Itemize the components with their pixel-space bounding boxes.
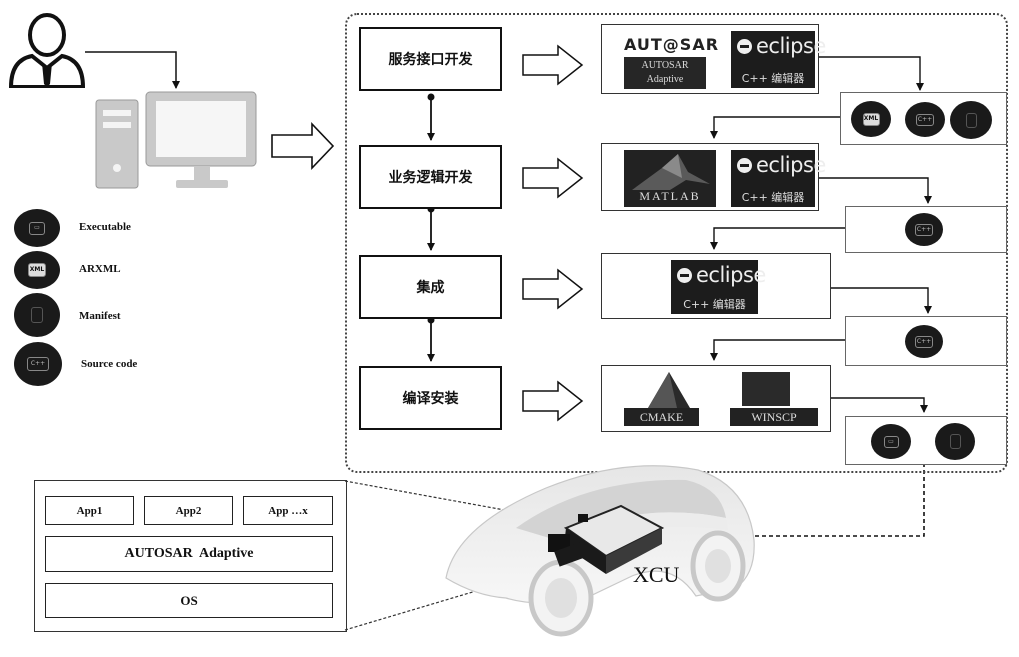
matlab-membrane-icon <box>632 154 710 190</box>
step-service-interface: 服务接口开发 <box>359 27 502 91</box>
eclipse-logo: eclipse C++ 编辑器 <box>731 31 826 88</box>
source-code-icon: C++ <box>905 102 945 137</box>
tools1-to-output1-line <box>818 56 924 91</box>
eclipse-icon <box>737 38 752 54</box>
output1-to-tools2-line <box>710 116 840 139</box>
eclipse-logo: eclipse C++ 编辑器 <box>731 150 826 207</box>
step2-to-tools-arrow <box>522 157 584 199</box>
executable-icon: ▭ <box>871 424 911 459</box>
tools-box-integration: eclipse C++ 编辑器 <box>601 253 831 319</box>
legend-source-code-label: Source code <box>81 358 138 370</box>
stack-app-x: App …x <box>243 496 333 525</box>
output2-to-tools3-line <box>710 227 845 250</box>
user-icon <box>8 13 86 88</box>
tools-box-service-interface: AUT@SAR AUTOSAR Adaptive eclipse C++ 编辑器 <box>601 24 826 94</box>
step-integration: 集成 <box>359 255 502 319</box>
manifest-icon <box>14 293 60 337</box>
cmake-triangle-icon <box>648 372 690 408</box>
person-to-computer-arrow <box>85 51 180 89</box>
arxml-file-icon: XML <box>851 101 891 137</box>
computer-to-flow-arrow <box>271 122 335 170</box>
tools3-to-output3-line <box>830 287 932 314</box>
junction-dot <box>427 93 435 101</box>
autosar-logo: AUT@SAR <box>624 35 720 54</box>
legend-executable-label: Executable <box>79 221 131 233</box>
stack-app1: App1 <box>45 496 134 525</box>
legend-arxml-label: ARXML <box>79 263 121 275</box>
cmake-label: CMAKE <box>624 408 699 426</box>
step-compile-install: 编译安装 <box>359 366 502 430</box>
autosar-adaptive-badge: AUTOSAR Adaptive <box>624 57 706 89</box>
matlab-logo: MATLAB <box>624 150 716 207</box>
output-box-business-logic: C++ <box>845 206 1007 253</box>
output-box-integration: C++ <box>845 316 1007 366</box>
xcu-label: XCU <box>633 562 680 587</box>
source-code-icon: C++ <box>14 342 62 386</box>
tools-box-business-logic: MATLAB eclipse C++ 编辑器 <box>601 143 826 211</box>
ecu-hardware-icon <box>548 504 665 574</box>
manifest-icon <box>950 101 992 139</box>
step3-to-tools-arrow <box>522 268 584 310</box>
output3-to-tools4-line <box>710 339 845 361</box>
eclipse-icon <box>677 267 692 283</box>
winscp-icon <box>742 372 790 406</box>
winscp-label: WINSCP <box>730 408 818 426</box>
executable-icon: ▭ <box>14 209 60 247</box>
output-box-service-interface: XML C++ <box>840 92 1007 145</box>
tools-box-compile-install: CMAKE WINSCP <box>601 365 831 432</box>
output-box-compile-install: ▭ <box>845 416 1007 465</box>
step1-to-tools-arrow <box>522 44 584 86</box>
source-code-icon: C++ <box>905 213 943 246</box>
arxml-file-icon: XML <box>14 251 60 289</box>
manifest-icon <box>935 423 975 460</box>
tools2-to-output2-line <box>818 177 932 204</box>
software-stack <box>34 480 347 632</box>
step4-to-tools-arrow <box>522 380 584 422</box>
eclipse-icon <box>737 157 752 173</box>
stack-autosar-adaptive: AUTOSAR Adaptive <box>45 536 333 572</box>
source-code-icon: C++ <box>905 325 943 358</box>
desktop-computer-icon <box>95 91 257 189</box>
stack-os: OS <box>45 583 333 618</box>
stack-app2: App2 <box>144 496 233 525</box>
tools4-to-output4-line <box>830 397 928 413</box>
legend-manifest-label: Manifest <box>79 310 121 322</box>
step-business-logic: 业务逻辑开发 <box>359 145 502 209</box>
eclipse-logo: eclipse C++ 编辑器 <box>671 260 766 314</box>
